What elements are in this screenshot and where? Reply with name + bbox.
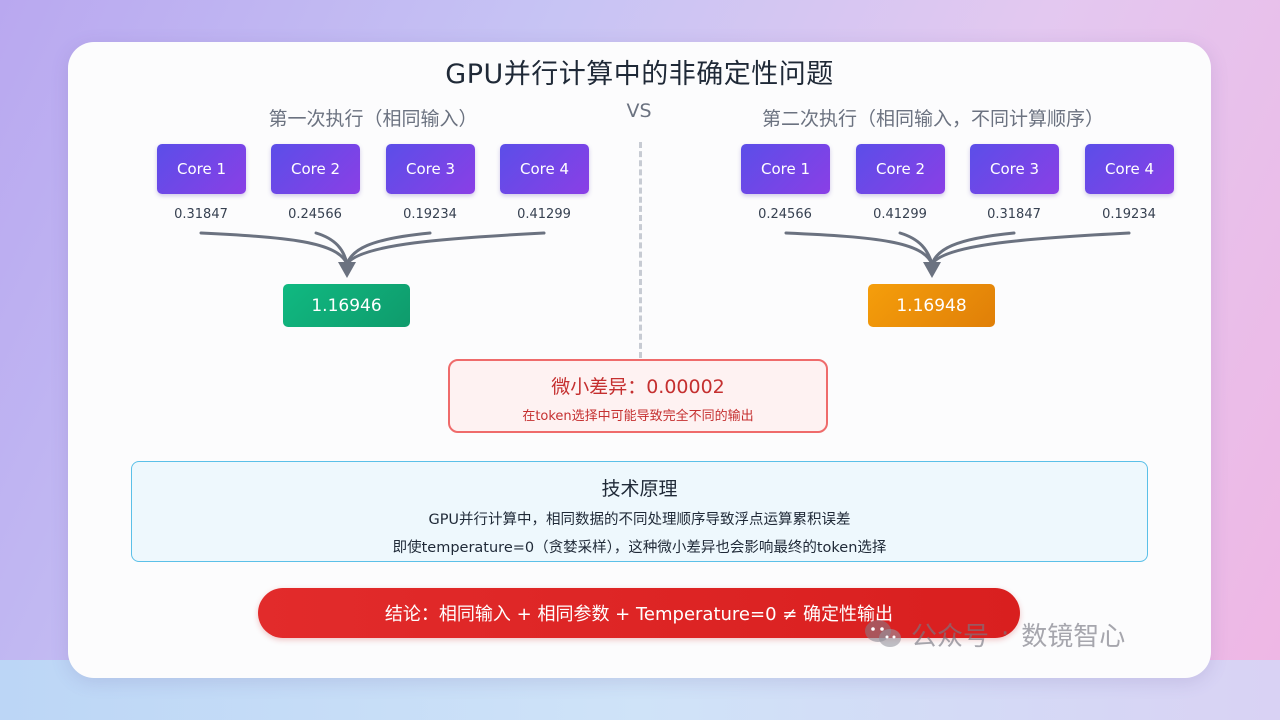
second-core-3: Core 3 (970, 144, 1059, 194)
first-value-2: 0.24566 (288, 207, 342, 222)
first-arrow-4 (345, 231, 546, 266)
first-core-3: Core 3 (386, 144, 475, 194)
first-arrowhead-icon (338, 262, 356, 278)
first-value-3: 0.19234 (403, 207, 457, 222)
second-arrow-4 (930, 231, 1131, 266)
wechat-icon (865, 620, 901, 647)
principle-title: 技术原理 (601, 478, 678, 500)
page-title: GPU并行计算中的非确定性问题 (445, 59, 834, 90)
second-value-2: 0.41299 (873, 207, 927, 222)
first-value-1: 0.31847 (174, 207, 228, 222)
second-arrow-2 (898, 231, 934, 266)
watermark-account: 公众号 (911, 621, 990, 652)
difference-box: 微小差异：0.00002 在token选择中可能导致完全不同的输出 (448, 359, 828, 433)
second-core-4: Core 4 (1085, 144, 1174, 194)
diagram-card: GPU并行计算中的非确定性问题 第一次执行（相同输入） VS 第二次执行（相同输… (68, 42, 1211, 678)
watermark-name: 数镜智心 (1021, 621, 1126, 652)
second-arrow-1 (784, 231, 934, 266)
second-value-1: 0.24566 (758, 207, 812, 222)
first-core-2: Core 2 (271, 144, 360, 194)
principle-line-1: GPU并行计算中，相同数据的不同处理顺序导致浮点运算累积误差 (428, 512, 851, 528)
second-value-4: 0.19234 (1102, 207, 1156, 222)
first-run-label: 第一次执行（相同输入） (268, 108, 478, 130)
second-run-label: 第二次执行（相同输入，不同计算顺序） (761, 108, 1104, 130)
first-core-1: Core 1 (157, 144, 246, 194)
difference-subtitle: 在token选择中可能导致完全不同的输出 (522, 409, 754, 424)
vs-divider (639, 142, 642, 358)
vs-label: VS (626, 100, 652, 122)
principle-box: 技术原理 GPU并行计算中，相同数据的不同处理顺序导致浮点运算累积误差 即使te… (131, 461, 1148, 562)
watermark: 公众号 · 数镜智心 (863, 614, 1125, 654)
watermark-separator: · (1001, 619, 1010, 649)
first-arrow-2 (314, 231, 349, 266)
second-value-3: 0.31847 (987, 207, 1041, 222)
second-result: 1.16948 (868, 284, 995, 327)
first-arrow-1 (199, 231, 349, 266)
second-arrowhead-icon (923, 262, 941, 278)
first-value-4: 0.41299 (517, 207, 571, 222)
second-core-2: Core 2 (856, 144, 945, 194)
first-core-4: Core 4 (500, 144, 589, 194)
conclusion-banner: 结论：相同输入 + 相同参数 + Temperature=0 ≠ 确定性输出 (258, 588, 1020, 638)
difference-title: 微小差异：0.00002 (551, 376, 725, 398)
first-result: 1.16946 (283, 284, 410, 327)
converging-arrows (199, 231, 1131, 278)
second-core-1: Core 1 (741, 144, 830, 194)
principle-line-2: 即使temperature=0（贪婪采样），这种微小差异也会影响最终的token… (392, 540, 887, 556)
